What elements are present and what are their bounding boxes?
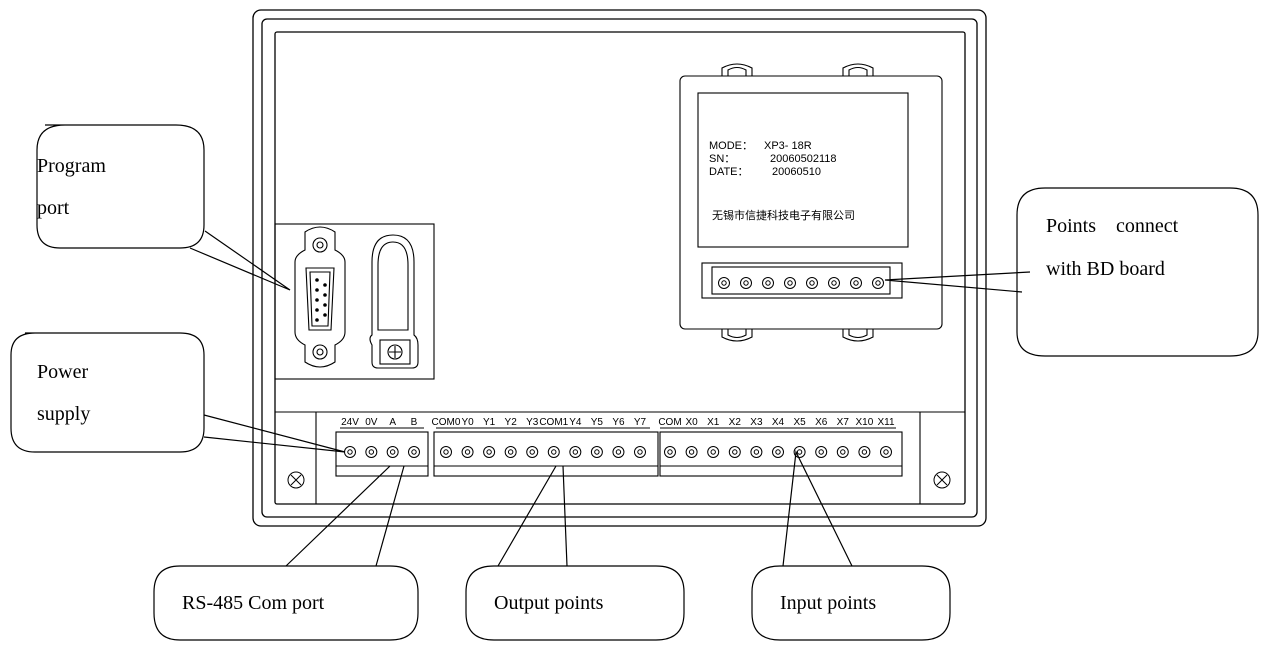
terminal-label: COM0 [432,417,461,428]
screw-left-icon [287,471,305,489]
terminal-screw-icon [664,446,676,458]
callout-program-port: Program port [36,124,291,291]
bd-board [679,63,943,342]
terminal-screw-icon [750,446,763,458]
date-value: 20060510 [772,166,821,178]
terminal-label: Y1 [483,417,496,428]
terminal-screw-icon [365,446,378,458]
terminal-label: X4 [772,417,785,428]
terminal-label: B [411,417,418,428]
callout-power-supply-line2: supply [37,403,90,425]
terminal-screw-icon [685,446,698,458]
terminal-screw-icon [408,446,420,458]
terminal-screw-icon [526,446,539,458]
terminal-screw-icon [793,446,806,458]
terminal-label: 0V [365,417,378,428]
callout-input-points-text: Input points [780,592,876,614]
terminal-label: X1 [707,417,720,428]
terminal-screw-icon [483,446,496,458]
terminal-screw-icon [461,446,474,458]
terminal-label: X0 [685,417,698,428]
device-housing [252,9,987,527]
terminal-label: Y5 [591,417,604,428]
port-panel [274,223,435,380]
callout-output-points-text: Output points [494,592,604,614]
terminal-label: COM1 [539,417,568,428]
terminal-screw-icon [728,446,741,458]
callout-rs485: RS-485 Com port [153,465,419,641]
bd-terminal-screw-icon [828,277,840,289]
terminal-label: Y0 [461,417,474,428]
terminal-label: X11 [877,417,894,428]
terminal-label: X7 [837,417,850,428]
callout-program-port-line1: Program [37,155,106,177]
nameplate: MODE： XP3- 18R SN： 20060502118 DATE： 200… [709,140,855,222]
terminal-blocks [335,431,903,477]
terminal-screw-icon [344,446,356,458]
terminal-screw-icon [815,446,828,458]
terminal-label: Y2 [505,417,518,428]
terminal-label: Y3 [526,417,539,428]
screw-right-icon [933,471,951,489]
bd-terminal-screw-icon [784,277,796,289]
bd-terminal-screw-icon [762,277,774,289]
callout-input-points: Input points [751,449,951,641]
mode-value: XP3- 18R [764,140,812,152]
bd-board-terminals [718,277,884,289]
terminal-label: Y4 [569,417,582,428]
callout-points-connect-bd: Points connect with BD board [884,187,1259,357]
power-terminals: 24V 0V A B [340,417,424,458]
terminal-label: Y7 [634,417,647,428]
terminal-screw-icon [440,446,452,458]
terminal-screw-icon [858,446,871,458]
terminal-label: X10 [856,417,874,428]
terminal-label: COM [658,417,681,428]
terminal-label: Y6 [612,417,625,428]
terminal-label: 24V [341,417,359,428]
callout-power-supply-line1: Power [37,361,88,383]
terminal-screw-icon [634,446,646,458]
terminal-screw-icon [386,446,399,458]
callout-output-points: Output points [465,465,685,641]
callout-points-connect-bd-line2: with BD board [1046,258,1165,280]
bd-terminal-screw-icon [850,277,862,289]
callout-rs485-text: RS-485 Com port [182,592,325,614]
terminal-screw-icon [547,446,560,458]
callout-points-connect-bd-line1: Points connect [1046,215,1179,237]
terminal-screw-icon [569,446,582,458]
terminal-label: X6 [815,417,828,428]
terminal-screw-icon [707,446,720,458]
bd-terminal-screw-icon [872,277,884,289]
terminal-screw-icon [772,446,784,458]
covered-port-icon [369,234,419,369]
bd-terminal-screw-icon [740,277,752,289]
company-name: 无锡市信捷科技电子有限公司 [712,208,855,222]
terminal-label: X2 [729,417,742,428]
terminal-screw-icon [504,446,517,458]
date-label: DATE： [709,166,749,178]
callout-program-port-line2: port [37,197,70,219]
sn-label: SN： [709,153,735,165]
terminal-screw-icon [836,446,849,458]
callout-power-supply: Power supply [10,332,346,453]
terminal-screw-icon [880,446,892,458]
db9-program-port-icon [294,226,346,368]
terminal-label: X5 [793,417,806,428]
mode-label: MODE： [709,140,753,152]
terminal-screw-icon [612,446,625,458]
terminal-label: A [389,417,396,428]
terminal-screw-icon [590,446,603,458]
bd-terminal-screw-icon [718,277,730,289]
terminal-label: X3 [750,417,763,428]
sn-value: 20060502118 [770,153,836,165]
bd-terminal-screw-icon [806,277,818,289]
terminal-strip-region [275,411,965,504]
